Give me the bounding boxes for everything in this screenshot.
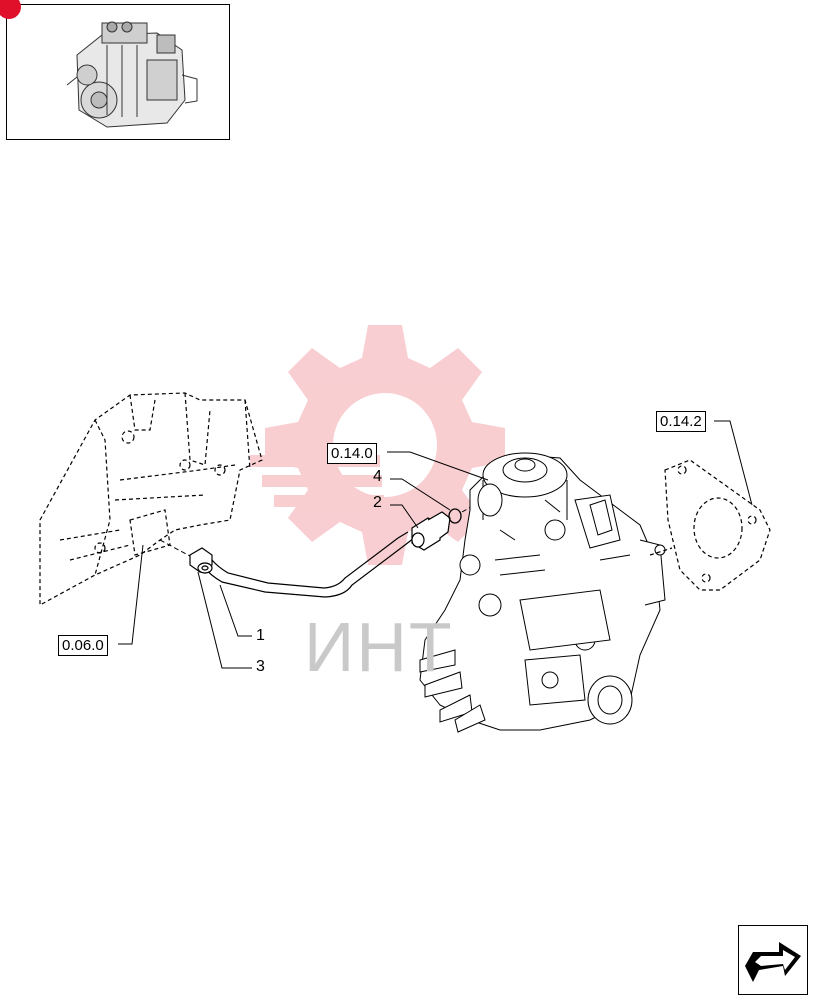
callout-number-1: 1 [256, 627, 265, 644]
fitting-part-2 [411, 511, 451, 551]
engine-thumbnail-icon [66, 21, 198, 128]
pipe-part-1 [204, 531, 415, 598]
washer-part-4 [448, 508, 462, 524]
leader-lines [118, 420, 753, 669]
fitting-part-3 [189, 547, 213, 574]
watermark-text: ИНТ [304, 608, 454, 686]
axis-line [159, 539, 191, 557]
engine-thumbnail [0, 0, 230, 140]
ref-label-0-14-0[interactable]: 0.14.0 [327, 443, 377, 464]
next-page-arrow-icon [745, 942, 801, 982]
page-badge [0, 0, 21, 19]
pump-gasket-outline [649, 459, 771, 591]
next-page-button[interactable] [738, 925, 808, 995]
callout-number-2: 2 [373, 494, 382, 511]
callout-number-3: 3 [256, 658, 265, 675]
ref-label-0-06-0[interactable]: 0.06.0 [58, 635, 108, 656]
ref-label-0-14-2[interactable]: 0.14.2 [656, 411, 706, 432]
callout-number-4: 4 [373, 468, 382, 485]
watermark-gear [250, 325, 505, 565]
